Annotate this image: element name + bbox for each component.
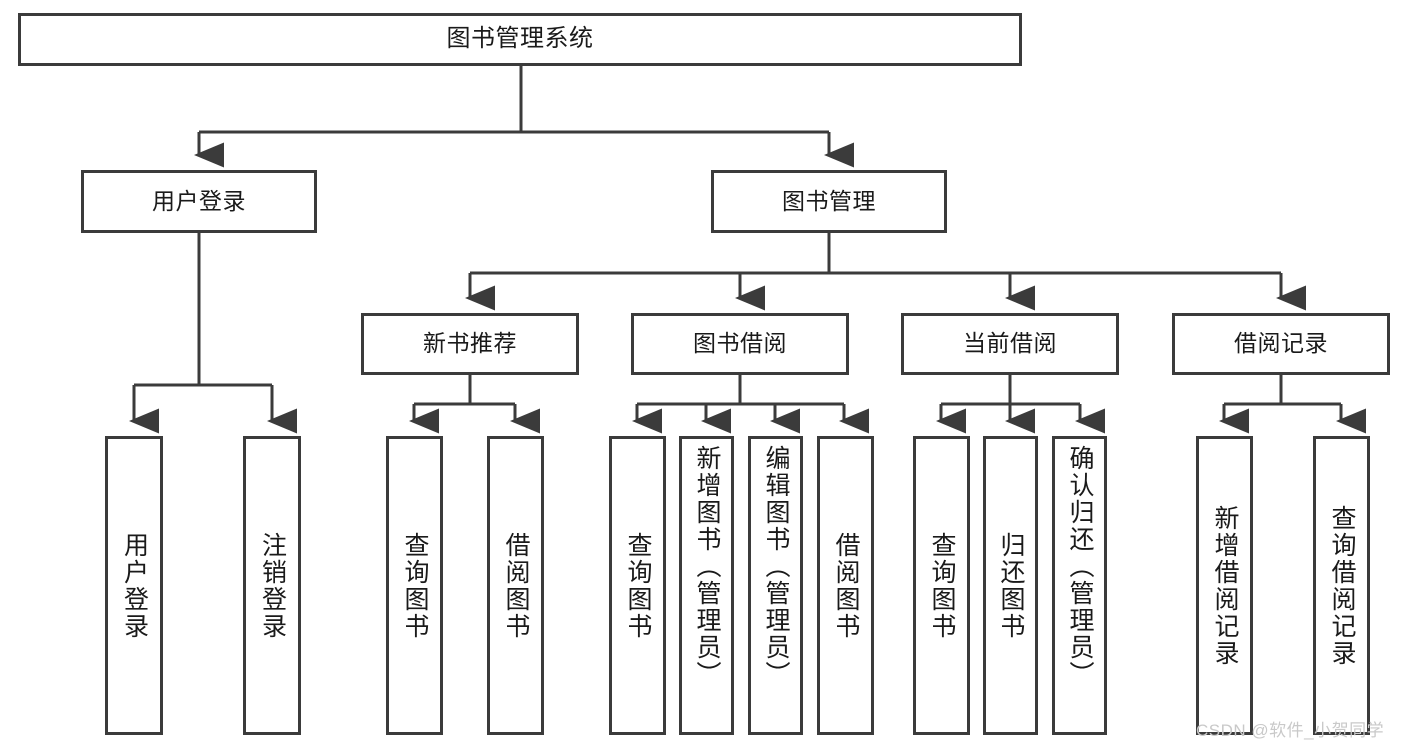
node-label: 注销登录 — [258, 531, 287, 640]
leaf-current-borrow-confirm-return[interactable]: 确认归还（管理员） — [1052, 436, 1107, 735]
leaf-new-book-query[interactable]: 查询图书 — [386, 436, 443, 735]
node-label: 用户登录 — [152, 187, 246, 214]
node-label: 查询图书 — [624, 531, 652, 640]
node-current-borrow[interactable]: 当前借阅 — [901, 313, 1119, 375]
node-label: 编辑图书（管理员） — [762, 445, 790, 688]
csdn-watermark: CSDN @软件_小贺同学 — [1196, 721, 1385, 740]
node-label: 归还图书 — [997, 531, 1025, 640]
node-label: 图书借阅 — [693, 330, 787, 357]
node-label: 查询图书 — [928, 531, 956, 640]
leaf-new-book-borrow[interactable]: 借阅图书 — [487, 436, 544, 735]
node-label: 新增图书（管理员） — [693, 445, 721, 688]
node-label: 借阅记录 — [1234, 330, 1328, 357]
node-label: 查询借阅记录 — [1328, 504, 1356, 667]
node-label: 新增借阅记录 — [1211, 504, 1239, 667]
leaf-book-borrow-borrow[interactable]: 借阅图书 — [817, 436, 874, 735]
leaf-borrow-record-add[interactable]: 新增借阅记录 — [1196, 436, 1253, 735]
node-label: 图书管理 — [782, 187, 876, 214]
node-user-login[interactable]: 用户登录 — [81, 170, 317, 233]
leaf-current-borrow-return[interactable]: 归还图书 — [983, 436, 1038, 735]
node-label: 新书推荐 — [423, 330, 517, 357]
node-label: 当前借阅 — [963, 330, 1057, 357]
leaf-user-login-login[interactable]: 用户登录 — [105, 436, 163, 735]
leaf-book-borrow-add[interactable]: 新增图书（管理员） — [679, 436, 734, 735]
node-label: 图书管理系统 — [446, 25, 594, 53]
node-new-book-recommend[interactable]: 新书推荐 — [361, 313, 579, 375]
node-label: 借阅图书 — [832, 531, 860, 640]
node-book-manage[interactable]: 图书管理 — [711, 170, 947, 233]
leaf-current-borrow-query[interactable]: 查询图书 — [913, 436, 970, 735]
leaf-book-borrow-edit[interactable]: 编辑图书（管理员） — [748, 436, 803, 735]
leaf-user-login-logout[interactable]: 注销登录 — [243, 436, 301, 735]
node-root-system[interactable]: 图书管理系统 — [18, 13, 1022, 66]
leaf-book-borrow-query[interactable]: 查询图书 — [609, 436, 666, 735]
leaf-borrow-record-query[interactable]: 查询借阅记录 — [1313, 436, 1370, 735]
node-label: 查询图书 — [401, 531, 429, 640]
node-label: 借阅图书 — [502, 531, 530, 640]
node-label: 确认归还（管理员） — [1066, 445, 1094, 688]
node-label: 用户登录 — [120, 531, 149, 640]
node-book-borrow[interactable]: 图书借阅 — [631, 313, 849, 375]
node-borrow-record[interactable]: 借阅记录 — [1172, 313, 1390, 375]
